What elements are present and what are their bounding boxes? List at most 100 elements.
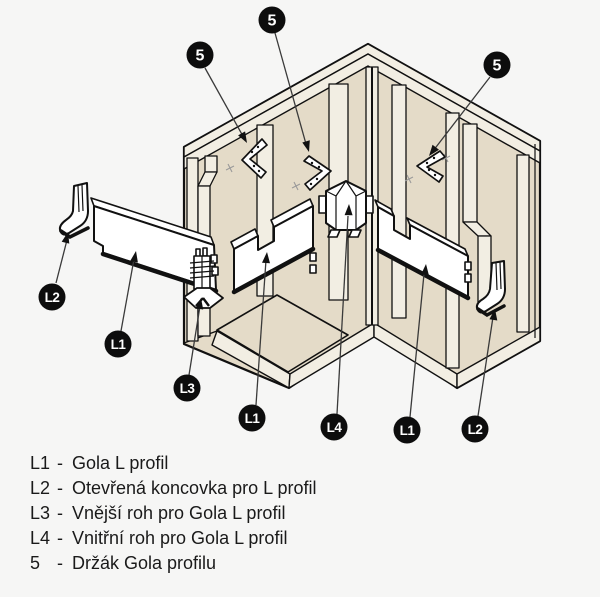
legend-separator: -	[57, 503, 63, 523]
arrowhead	[61, 232, 70, 244]
arrowhead	[489, 309, 498, 321]
l4-foot	[327, 229, 341, 238]
leader-l4	[336, 215, 349, 415]
badge-5-middle: 5	[258, 6, 286, 34]
l2-left-body	[58, 182, 89, 236]
legend-separator: -	[57, 528, 63, 548]
badge-l1-exploded: L1	[104, 330, 132, 358]
l2-endcap-right	[475, 260, 506, 318]
leader-5-middle	[274, 32, 307, 145]
badge-l2-right: L2	[461, 415, 489, 443]
l1-left-clip	[309, 264, 317, 274]
l2-left-foot-edge	[59, 226, 90, 240]
l4-tab-left	[318, 195, 327, 214]
badge-l4: L4	[320, 413, 348, 441]
mounting-bracket-right	[416, 150, 446, 183]
legend-label: Otevřená koncovka pro L profil	[72, 478, 317, 498]
arrowhead	[238, 131, 247, 143]
l3-prong	[202, 247, 208, 257]
callout-badges: 5 5 5 L2 L1 L3 L1 L4 L1 L2	[38, 6, 511, 444]
l1-left-bottom-edge	[231, 246, 316, 295]
leader-l2-left	[55, 239, 68, 284]
legend-row-l4: L4-Vnitřní roh pro Gola L profil	[30, 526, 316, 551]
badge-label: 5	[493, 58, 502, 75]
badge-label: L1	[245, 411, 261, 426]
legend-label: Vnější roh pro Gola L profil	[72, 503, 286, 523]
sparkle-marks	[225, 153, 451, 191]
l1-profile-exploded	[90, 197, 219, 294]
legend: L1-Gola L profil L2-Otevřená koncovka pr…	[30, 451, 316, 576]
legend-row-l2: L2-Otevřená koncovka pro L profil	[30, 476, 316, 501]
legend-key: L3	[30, 503, 51, 523]
badge-label: 5	[268, 13, 277, 30]
legend-label: Gola L profil	[72, 453, 169, 473]
badge-l1-right: L1	[393, 416, 421, 444]
l1-right-clip	[464, 273, 472, 283]
base-rail-side	[456, 326, 541, 389]
leader-5-left	[204, 67, 245, 139]
cabinet-floor	[216, 294, 349, 373]
right-end-strip	[516, 154, 530, 333]
legend-separator: -	[57, 453, 63, 473]
legend-separator: -	[57, 553, 63, 573]
top-gola-channel-strip	[183, 53, 541, 170]
l3-outer-corner	[183, 247, 224, 309]
l4-facet-lines	[325, 180, 367, 229]
l1-exploded-clip	[210, 254, 218, 264]
badge-l1-left: L1	[238, 404, 266, 432]
badge-label: L4	[327, 420, 343, 435]
badge-label: L1	[111, 337, 127, 352]
arrowhead	[262, 252, 270, 264]
badge-label: L2	[45, 290, 60, 305]
l2-endcap-left	[58, 182, 90, 240]
arrowhead	[195, 298, 204, 310]
legend-key: L1	[30, 453, 51, 473]
badge-label: L3	[180, 381, 196, 396]
l2-right-foot-edge	[476, 304, 506, 318]
l1-right-clip	[464, 261, 472, 271]
badge-l3: L3	[173, 374, 201, 402]
l2-left-detail	[77, 184, 84, 213]
l1-profile-left-cabinet	[230, 198, 317, 295]
legend-key: L2	[30, 478, 51, 498]
legend-row-l1: L1-Gola L profil	[30, 451, 316, 476]
leader-l1-right	[409, 273, 425, 418]
leader-l2-right	[477, 316, 494, 417]
leader-5-right	[432, 76, 491, 152]
arrowhead	[130, 251, 138, 263]
legend-row-5: 5-Držák Gola profilu	[30, 551, 316, 576]
l1-left-clip	[309, 252, 317, 262]
corner-channel-right	[391, 84, 407, 319]
left-channel-top	[204, 155, 218, 173]
l4-foot	[348, 229, 362, 238]
mounting-bracket-middle	[303, 155, 332, 191]
legend-key: L4	[30, 528, 51, 548]
legend-separator: -	[57, 478, 63, 498]
arrowhead	[344, 204, 353, 216]
legend-row-l3: L3-Vnější roh pro Gola L profil	[30, 501, 316, 526]
badge-label: 5	[196, 48, 205, 65]
leader-l1-left	[255, 259, 267, 406]
leader-lines	[55, 32, 498, 418]
l4-body	[325, 180, 367, 231]
l2-right-detail	[495, 261, 502, 291]
badge-label: L1	[400, 423, 416, 438]
l3-spring-coils	[189, 260, 215, 279]
badge-5-right: 5	[483, 51, 511, 79]
legend-label: Vnitřní roh pro Gola L profil	[72, 528, 288, 548]
legend-label: Držák Gola profilu	[72, 553, 217, 573]
arrowhead	[421, 264, 429, 276]
arrowhead	[302, 140, 310, 152]
arrowhead	[429, 144, 439, 156]
badge-5-left: 5	[186, 41, 214, 69]
badge-label: L2	[468, 422, 483, 437]
l4-tab-right	[365, 195, 374, 214]
badge-l2-left: L2	[38, 283, 66, 311]
right-channel-top	[462, 123, 478, 223]
l4-inner-corner	[318, 180, 374, 238]
leader-l3	[188, 305, 201, 376]
legend-key: 5	[30, 553, 41, 573]
leader-l1-exploded	[120, 258, 135, 332]
